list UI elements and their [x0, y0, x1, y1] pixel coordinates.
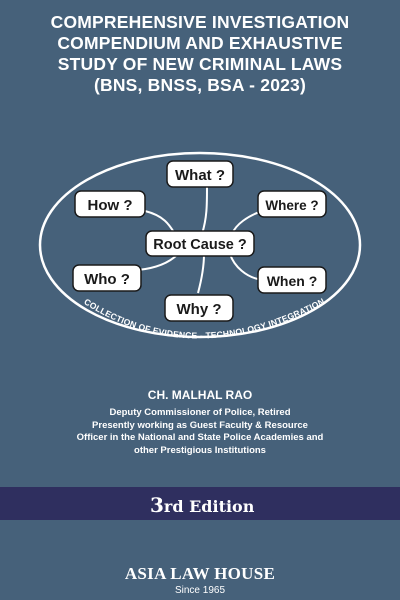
author-credential: Deputy Commissioner of Police, Retired	[109, 407, 291, 418]
node-root-cause-label: Root Cause ?	[153, 237, 247, 253]
author-credential: Presently working as Guest Faculty & Res…	[92, 419, 308, 431]
author-credential: other Prestigious Institutions	[134, 444, 266, 456]
title-line: COMPENDIUM AND EXHAUSTIVE	[57, 33, 343, 53]
edition-suffix: rd Edition	[163, 497, 255, 516]
node-where: Where ?	[257, 190, 327, 218]
root-cause-diagram: What ? How ? Where ? Root Cause ? Who ? …	[38, 151, 362, 341]
author-name: CH. MALHAL RAO	[147, 388, 253, 402]
publisher-block: ASIA LAW HOUSE Since 1965	[0, 564, 400, 596]
node-when: When ?	[257, 266, 327, 294]
node-where-label: Where ?	[265, 198, 318, 213]
diagram-ellipse	[38, 151, 362, 339]
node-how-label: How ?	[88, 197, 133, 214]
title-line: (BNS, BNSS, BSA - 2023)	[93, 75, 307, 95]
title-line: STUDY OF NEW CRIMINAL LAWS	[57, 54, 343, 74]
publisher-since: Since 1965	[174, 585, 226, 596]
edition-number: 3	[150, 493, 164, 517]
node-what: What ?	[166, 160, 234, 188]
node-root-cause: Root Cause ?	[145, 230, 255, 257]
publisher-name: ASIA LAW HOUSE	[124, 564, 276, 583]
edition-band: 3rd Edition	[0, 487, 400, 520]
edition-label: 3rd Edition	[150, 493, 254, 517]
author-block: CH. MALHAL RAO Deputy Commissioner of Po…	[0, 388, 400, 457]
node-how: How ?	[74, 190, 146, 218]
title-line: COMPREHENSIVE INVESTIGATION	[50, 12, 350, 32]
author-credential: Officer in the National and State Police…	[76, 432, 324, 443]
node-why: Why ?	[164, 294, 234, 322]
node-what-label: What ?	[175, 167, 225, 184]
book-title: COMPREHENSIVE INVESTIGATION COMPENDIUM A…	[0, 12, 400, 96]
node-when-label: When ?	[267, 273, 318, 289]
node-why-label: Why ?	[177, 301, 222, 318]
node-who: Who ?	[72, 264, 142, 292]
node-who-label: Who ?	[84, 271, 130, 288]
